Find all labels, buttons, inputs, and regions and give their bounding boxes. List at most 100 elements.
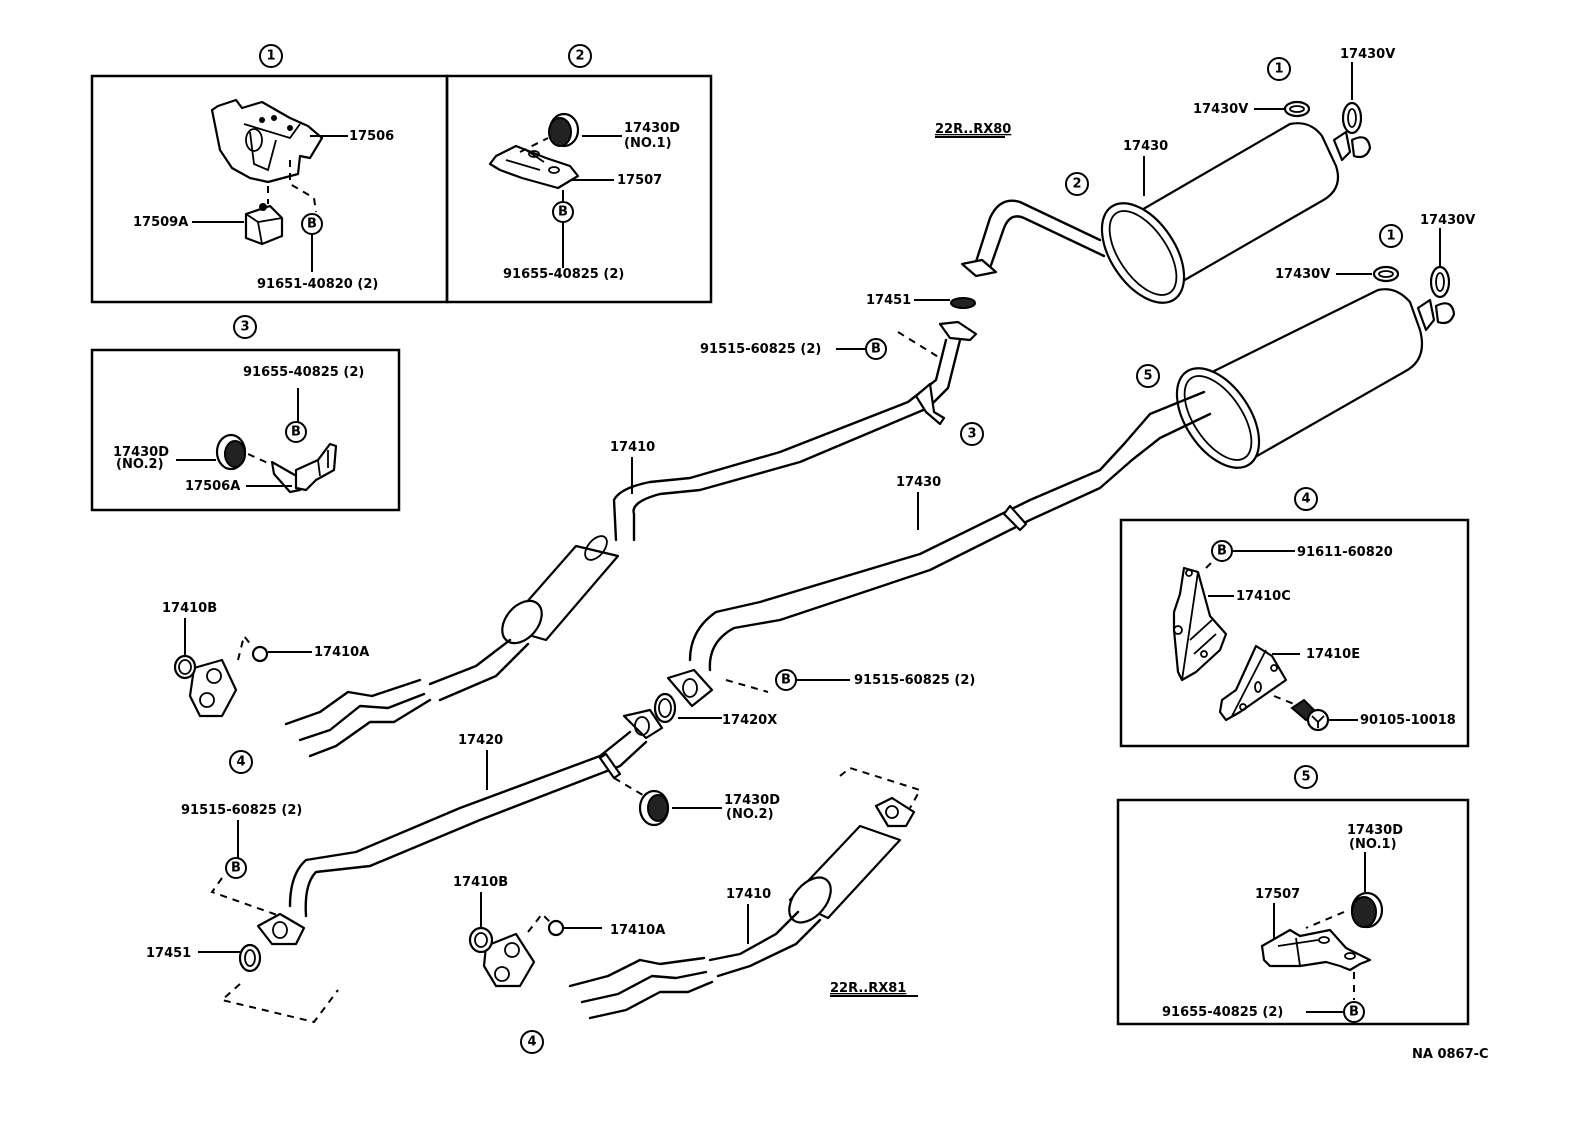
- bolt-symbol: B: [291, 425, 301, 440]
- front-pipe-assembly-lower: 17410B 17410A 17410 4 22R..RX81: [453, 766, 922, 1054]
- label-no2: (NO.2): [726, 807, 774, 822]
- callout-5-number: 5: [1301, 770, 1310, 785]
- label-17430: 17430: [896, 475, 941, 490]
- callout-4-circle: [229, 750, 253, 774]
- label-91515-60825: 91515-60825 (2): [181, 803, 302, 818]
- front-pipe-assembly-upper: 17451 91515-60825 (2) B 3 17410 17410B: [162, 293, 984, 774]
- bolt-symbol: B: [1349, 1005, 1359, 1020]
- callout-4-number: 4: [527, 1035, 536, 1050]
- cushion-17430d-no1: [548, 112, 580, 148]
- detail-box-3-frame: [90, 348, 401, 512]
- flange: [666, 668, 714, 708]
- detail-box-2: 2 17430D (NO.1) 17507 B 91655-40825 (2): [445, 44, 713, 304]
- label-91655-40825: 91655-40825 (2): [503, 267, 624, 282]
- dash-line: [897, 331, 941, 359]
- hanger-rod: [1002, 504, 1028, 532]
- callout-5-number: 5: [1143, 369, 1152, 384]
- label-17507: 17507: [1255, 887, 1300, 902]
- callout-1-circle: [1379, 224, 1403, 248]
- tail-muffler-assembly-upper: 22R..RX80 1 17430V 17430V 17430 2: [935, 47, 1395, 304]
- dash-line: [1273, 695, 1295, 705]
- cushion-17430d-no1: [1350, 891, 1384, 929]
- exhaust-flange: [188, 658, 238, 718]
- label-17430v: 17430V: [1340, 47, 1395, 62]
- bolt-symbol: B: [231, 861, 241, 876]
- dash-line: [725, 679, 769, 693]
- mid-flange-area: B 91515-60825 (2) 17420X: [653, 668, 975, 728]
- label-17509a: 17509A: [133, 215, 188, 230]
- callout-5-circle: [1294, 765, 1318, 789]
- dash-line: [613, 777, 649, 799]
- bracket-17506: [210, 98, 324, 184]
- callout-2-number: 2: [575, 49, 584, 64]
- callout-1-circle: [259, 44, 283, 68]
- label-17430d: 17430D: [724, 793, 780, 808]
- dash-line: [219, 983, 339, 1024]
- label-17507: 17507: [617, 173, 662, 188]
- label-17451: 17451: [866, 293, 911, 308]
- callout-1-circle: [1267, 57, 1291, 81]
- label-17430d: 17430D: [113, 445, 169, 460]
- callout-1-number: 1: [266, 49, 275, 64]
- label-17420x: 17420X: [722, 713, 777, 728]
- callout-3-circle: [233, 315, 257, 339]
- bolt-symbol: B: [307, 217, 317, 232]
- label-17410a: 17410A: [610, 923, 665, 938]
- detail-box-1: 1 17506 17509A B 91651-40820 (2): [90, 44, 449, 304]
- dash-line: [1305, 911, 1345, 929]
- label-17410a: 17410A: [314, 645, 369, 660]
- label-91651-40820: 91651-40820 (2): [257, 277, 378, 292]
- center-pipe-assembly: 17430D (NO.2) 17420 91515-60825 (2) B 17…: [146, 708, 780, 1024]
- label-91515-60825: 91515-60825 (2): [700, 342, 821, 357]
- label-17420: 17420: [458, 733, 503, 748]
- label-17410: 17410: [610, 440, 655, 455]
- cushion-17430d-no2: [638, 789, 670, 827]
- gasket-17410b: [173, 654, 197, 680]
- flange: [874, 796, 916, 828]
- flange: [938, 320, 978, 342]
- tail-muffler-assembly-lower: 1 17430V 17430V 5 17430: [688, 213, 1475, 672]
- label-no1: (NO.1): [624, 136, 672, 151]
- label-91655-40825: 91655-40825 (2): [1162, 1005, 1283, 1020]
- detail-box-3: 3 91655-40825 (2) B 17430D (NO.2) 17506A: [90, 315, 401, 512]
- detail-box-5-frame: [1116, 798, 1470, 1026]
- dash-line: [839, 766, 922, 809]
- gasket-17410b: [468, 926, 494, 954]
- callout-4-circle: [520, 1030, 544, 1054]
- nut-17410a: [547, 919, 565, 937]
- callout-1-number: 1: [1274, 62, 1283, 77]
- label-17451: 17451: [146, 946, 191, 961]
- dash-line: [210, 877, 281, 917]
- gasket-ring: [1283, 100, 1311, 118]
- label-17430: 17430: [1123, 139, 1168, 154]
- label-17506a: 17506A: [185, 479, 240, 494]
- detail-box-4: 4 B 91611-60820 17410C 17410E: [1119, 487, 1470, 748]
- bolt-symbol: B: [1217, 544, 1227, 559]
- bolt-symbol-circle: [225, 857, 247, 879]
- label-17410b: 17410B: [162, 601, 217, 616]
- cushion-17430d-no2: [215, 433, 247, 471]
- detail-box-4-frame: [1119, 518, 1470, 748]
- dash-line: [247, 453, 271, 465]
- callout-5-circle: [1136, 364, 1160, 388]
- bracket-17507: [488, 144, 580, 190]
- nut-17410a: [251, 645, 269, 663]
- label-90105-10018: 90105-10018: [1360, 713, 1456, 728]
- stay-17410e: [1218, 644, 1288, 722]
- callout-2-circle: [568, 44, 592, 68]
- label-91655-40825: 91655-40825 (2): [243, 365, 364, 380]
- bolt-symbol: B: [558, 205, 568, 220]
- callout-3-number: 3: [967, 427, 976, 442]
- dash-line: [519, 137, 549, 153]
- bolt-symbol: B: [781, 673, 791, 688]
- callout-3-number: 3: [240, 320, 249, 335]
- callout-3-circle: [960, 422, 984, 446]
- flange: [256, 912, 306, 946]
- label-17410e: 17410E: [1306, 647, 1360, 662]
- hanger-rod: [598, 752, 622, 780]
- bolt-symbol-circle: [865, 338, 887, 360]
- bolt-90105: [1290, 698, 1330, 732]
- flange: [622, 708, 664, 740]
- hanger-bracket: [914, 382, 946, 426]
